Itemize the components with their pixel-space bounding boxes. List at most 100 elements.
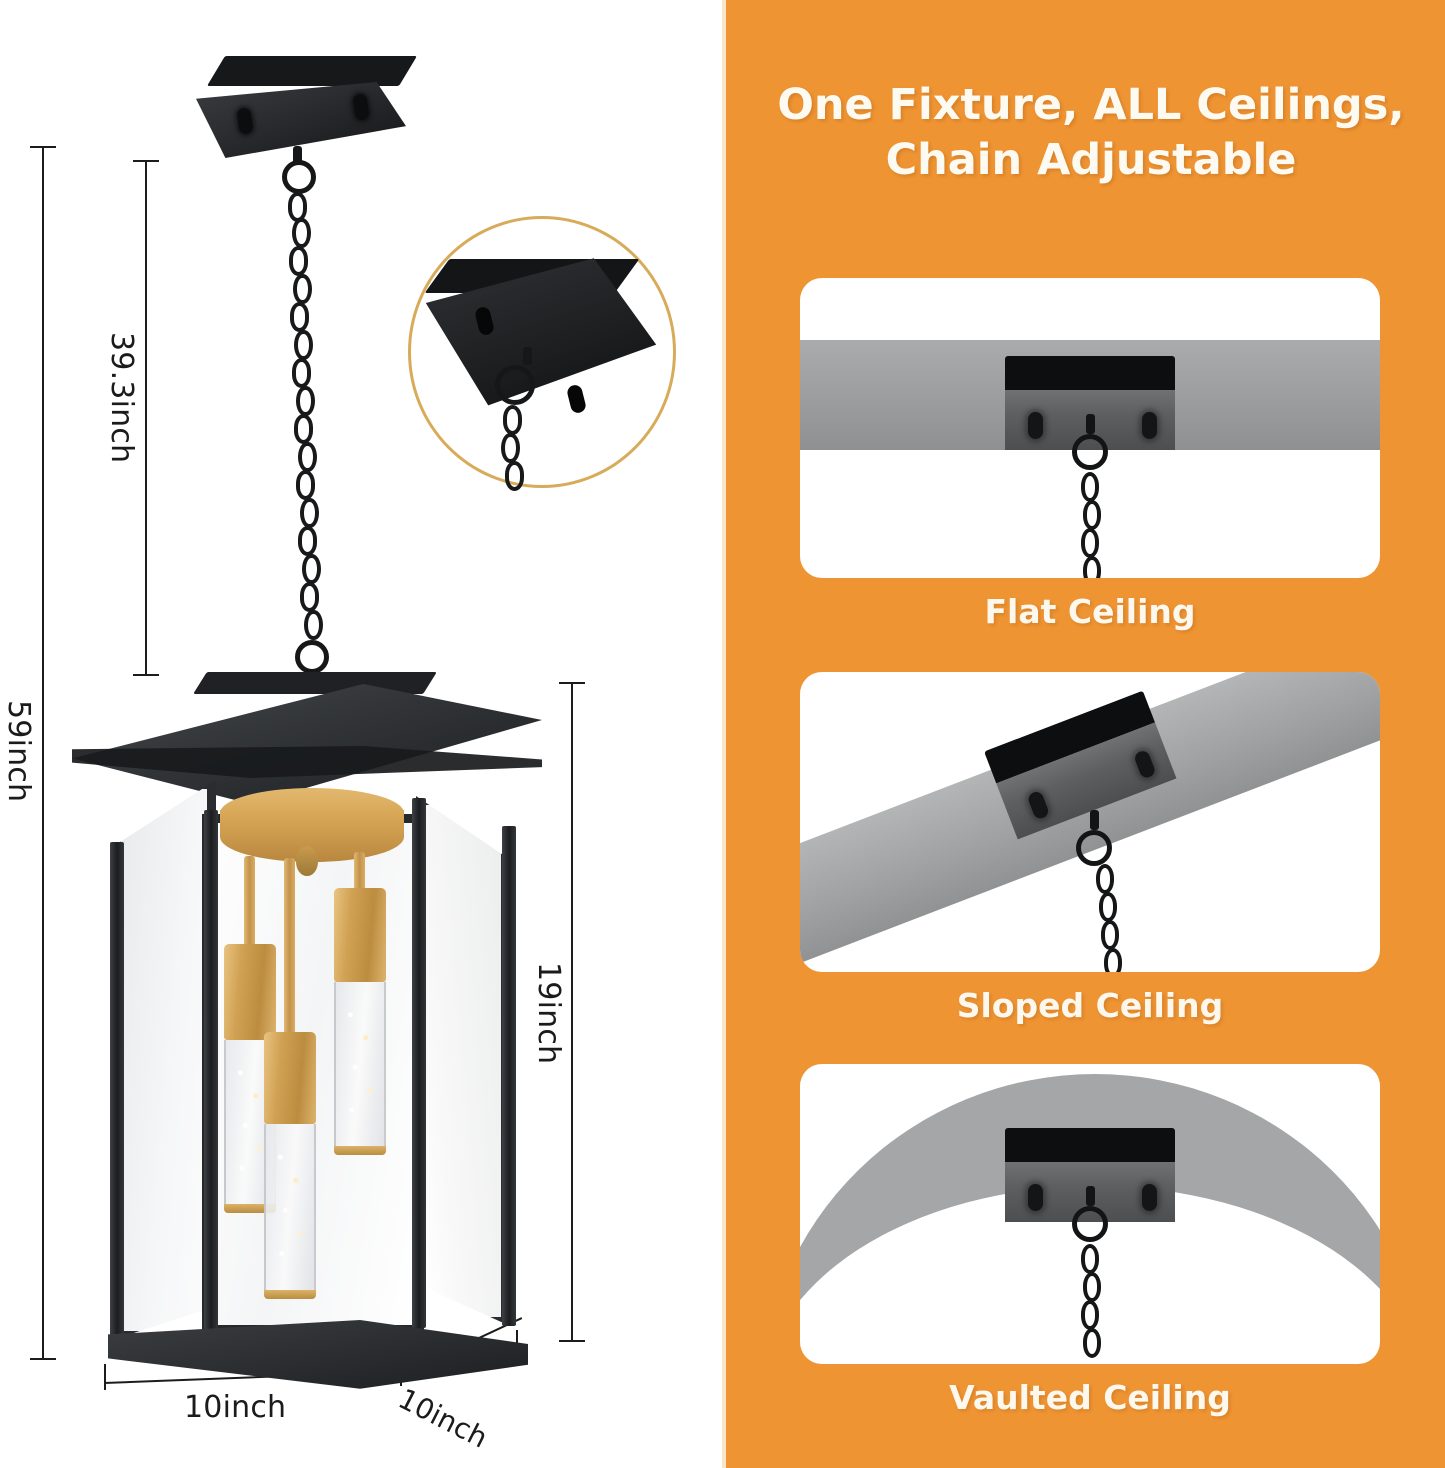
chain-loop-stem [293,146,302,164]
lantern-base-frame [108,1320,528,1389]
ceiling-block-vaulted: Vaulted Ceiling [800,1064,1380,1417]
chain-link [1101,920,1119,950]
chain-link [1099,892,1117,922]
chain-link [294,414,313,444]
chain-link [1081,1300,1099,1330]
chain-loop-stem [1090,810,1099,830]
chain-ring-loop [1072,1206,1108,1242]
ceiling-label-vaulted: Vaulted Ceiling [949,1378,1231,1417]
width-left-cap [104,1364,106,1390]
fixture-height-bottom-cap [559,1340,585,1342]
ceiling-card-flat [800,278,1380,578]
chain-link [1081,472,1099,502]
chain-link [1083,500,1101,530]
chain-link [302,554,321,584]
canopy-screw-right [1142,1184,1157,1211]
bulb-foot [264,1290,316,1299]
chain-loop-stem [1086,414,1095,434]
chain-link [300,582,319,612]
chain-link [298,442,317,472]
ceiling-label-sloped: Sloped Ceiling [956,986,1224,1025]
feature-panel: One Fixture, ALL Ceilings, Chain Adjusta… [722,0,1445,1468]
panel-headline: One Fixture, ALL Ceilings, Chain Adjusta… [766,78,1416,188]
bulb-gold-cap [224,944,276,1040]
chain-drop-line [145,160,147,676]
chain-loop-stem [1086,1186,1095,1206]
chain-link [292,358,311,388]
bulb-stem [244,856,255,952]
frame-post-front-left [204,810,218,1334]
total-height-bottom-cap [30,1358,56,1360]
bulb-crystal-glass [264,1124,316,1290]
chain-link [1081,528,1099,558]
canopy-screw-left [1028,1184,1043,1211]
sloped-mount-assembly [800,672,1380,972]
product-dimension-diagram: 59inch 39.3inch 19inch 10inch 10inch [0,0,722,1468]
headline-line-1: One Fixture, ALL Ceilings, [777,80,1405,130]
chain-drop-bottom-cap [133,674,159,676]
chain-link [290,302,309,332]
bulb-stem [284,858,295,1036]
chain-link [294,330,313,360]
chain-link [1081,1244,1099,1274]
bulb-crystal-glass [334,982,386,1146]
headline-line-2: Chain Adjustable [885,135,1297,186]
lantern-roof-ridge [193,672,437,694]
chain-ring-loop [1076,830,1112,866]
total-height-label: 59inch [1,700,36,803]
vaulted-mount-assembly [800,1064,1380,1364]
chain-link [289,246,308,276]
canopy-detail-callout [408,216,676,491]
chain-drop-label: 39.3inch [104,332,139,464]
lantern-fixture [72,660,542,1389]
chain-link [296,386,315,416]
chain-link [1083,1328,1101,1358]
glass-panel-left [112,780,216,1340]
canopy-plate-top [1005,356,1175,390]
ceiling-block-sloped: Sloped Ceiling [800,672,1380,1025]
gold-center-knob [296,846,318,876]
flat-mount-assembly [800,278,1380,578]
bulb-foot [224,1204,276,1213]
glass-panel-right [416,796,510,1326]
chain-link [300,498,319,528]
ceiling-card-sloped [800,672,1380,972]
chain-link [293,274,312,304]
chain-link [304,610,323,640]
depth-label: 10inch [393,1382,494,1455]
chain-link [1083,556,1101,578]
chain-link [298,526,317,556]
bulb-gold-cap [264,1032,316,1124]
frame-post-front-right [412,798,426,1328]
callout-loop-stem [523,347,532,365]
bulb-foot [334,1146,386,1155]
frame-post-back-right [502,826,516,1326]
canopy-top-edge [206,56,418,86]
callout-chain-link [501,433,520,463]
canopy-plate-top [1005,1128,1175,1162]
lantern-glass-enclosure [98,780,528,1389]
chain-ring-loop [282,160,316,194]
canopy-screw-left [1028,412,1043,439]
ceiling-block-flat: Flat Ceiling [800,278,1380,631]
chain-ring-loop [1072,434,1108,470]
chain-link [1096,864,1114,894]
canopy-plate-group [975,683,1198,848]
bulb-stem [354,852,365,894]
chain-link [1104,948,1122,972]
ceiling-card-vaulted [800,1064,1380,1364]
fixture-height-line [571,682,573,1342]
callout-ring-loop [495,365,535,405]
callout-chain-link [503,405,522,435]
callout-chain-link [505,461,524,491]
total-height-line [42,146,44,1360]
bulb-gold-cap [334,888,386,982]
canopy-screw-right [1142,412,1157,439]
frame-post-back-left [110,842,124,1342]
callout-screw-right [565,383,588,415]
width-label: 10inch [184,1390,287,1425]
chain-bottom-ring [295,640,329,674]
chain-link [1083,1272,1101,1302]
chain-link [292,218,311,248]
